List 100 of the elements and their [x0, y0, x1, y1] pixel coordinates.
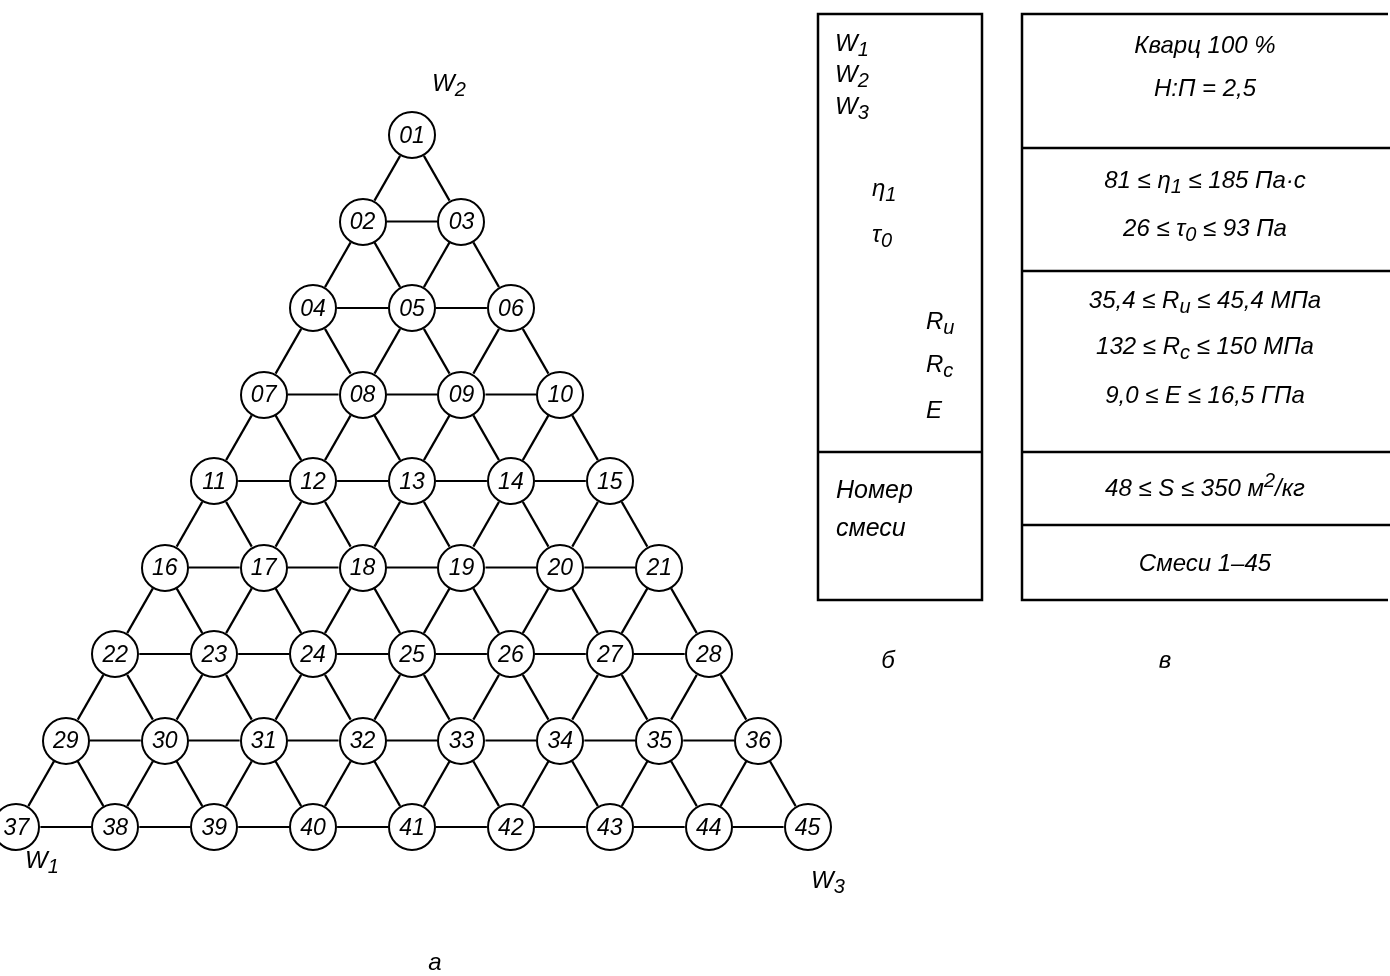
connector-line	[126, 674, 154, 721]
connector-line	[620, 587, 649, 634]
mixture-circle: 05	[388, 284, 436, 332]
connector-line	[373, 155, 402, 202]
connector-line	[719, 760, 748, 807]
panel-letter: б	[881, 646, 895, 674]
connector-line	[472, 674, 500, 721]
connector-line	[337, 306, 388, 310]
connector-line	[584, 566, 636, 569]
mixture-circle: 06	[486, 284, 535, 332]
table-cell-text: 35,4 ≤ R$_{и}$ ≤ 45,4 МПа	[1088, 285, 1322, 319]
table-cell-text: 48 ≤ S ≤ 350 м$^{2}$/кг	[1105, 468, 1305, 502]
connector-line	[337, 652, 388, 656]
connector-line	[485, 739, 537, 742]
connector-line	[76, 760, 105, 807]
connector-line	[139, 825, 191, 829]
mixture-circle: 36	[734, 716, 783, 765]
connector-line	[571, 414, 599, 461]
connector-line	[175, 674, 204, 721]
connector-line	[175, 760, 204, 807]
connector-line	[386, 393, 438, 396]
connector-line	[274, 760, 303, 807]
connector-line	[324, 328, 352, 375]
connector-line	[670, 760, 698, 807]
connector-line	[472, 241, 500, 288]
connector-line	[386, 739, 438, 742]
mixture-circle: 23	[190, 630, 239, 678]
connector-line	[422, 587, 451, 634]
connector-line	[436, 479, 487, 483]
connector-line	[422, 760, 451, 807]
mixture-circle: 24	[289, 630, 338, 678]
connector-line	[521, 501, 550, 548]
connector-line	[620, 760, 649, 807]
connector-line	[521, 328, 550, 375]
mixture-circle: 10	[536, 370, 585, 419]
connector-line	[324, 414, 352, 461]
connector-line	[571, 760, 599, 807]
connector-line	[670, 674, 698, 721]
connector-line	[188, 566, 240, 569]
connector-line	[337, 479, 388, 483]
connector-line	[126, 760, 154, 807]
connector-line	[534, 479, 586, 483]
mixture-circle: 18	[338, 543, 387, 592]
connector-line	[670, 587, 698, 634]
table-cell-text: 81 ≤ η$_{1}$ ≤ 185 Па·с	[1104, 165, 1306, 199]
connector-line	[225, 760, 253, 807]
connector-line	[324, 241, 352, 288]
connector-line	[534, 825, 586, 829]
connector-line	[373, 241, 402, 288]
connector-line	[422, 414, 451, 461]
mixture-circle: 07	[239, 370, 288, 419]
mixture-circle: 19	[437, 543, 486, 592]
connector-line	[373, 760, 402, 807]
connector-line	[732, 825, 784, 829]
connector-line	[373, 414, 402, 461]
connector-line	[238, 825, 290, 829]
variable-label: W$_{1}$	[835, 28, 869, 62]
connector-line	[633, 652, 685, 656]
mixture-circle: 13	[388, 457, 436, 505]
connector-line	[274, 328, 303, 375]
connector-line	[386, 220, 438, 223]
variable-label: τ$_{0}$	[872, 219, 893, 253]
mixture-circle: 17	[239, 543, 288, 592]
connector-line	[571, 501, 599, 548]
mixture-circle: 16	[140, 543, 189, 592]
mixture-circle: 42	[486, 803, 535, 851]
variable-label: E	[926, 396, 942, 424]
mixture-circle: 44	[684, 803, 733, 851]
mixture-circle: 09	[437, 370, 486, 419]
connector-line	[521, 414, 550, 461]
table-cell-text: 26 ≤ τ$_{0}$ ≤ 93 Па	[1123, 213, 1287, 247]
connector-line	[373, 587, 402, 634]
connector-line	[238, 652, 290, 656]
table-cell-text: Кварц 100 %	[1134, 31, 1276, 59]
connector-line	[175, 501, 204, 548]
connector-line	[373, 674, 402, 721]
connector-line	[534, 652, 586, 656]
mixture-circle: 21	[635, 543, 684, 592]
mixture-circle: 40	[289, 803, 338, 851]
vertex-label: W$_{3}$	[811, 865, 845, 899]
connector-line	[373, 501, 402, 548]
mixture-circle: 11	[190, 457, 239, 505]
mixture-circle: 34	[536, 716, 585, 765]
connector-line	[225, 414, 253, 461]
connector-line	[274, 501, 303, 548]
connector-line	[126, 587, 154, 634]
mixture-circle: 33	[437, 716, 486, 765]
connector-line	[188, 739, 240, 742]
mixture-circle: 14	[486, 457, 535, 505]
mixture-circle: 39	[190, 803, 239, 851]
mixture-circle: 32	[338, 716, 387, 765]
connector-line	[521, 760, 550, 807]
connector-line	[436, 652, 487, 656]
connector-line	[40, 825, 92, 829]
variable-label: R$_{и}$	[926, 306, 955, 340]
mixture-circle: 26	[486, 630, 535, 678]
connector-line	[472, 328, 500, 375]
connector-line	[324, 760, 352, 807]
variable-label: R$_{с}$	[926, 349, 954, 383]
mixture-circle: 45	[783, 803, 832, 851]
